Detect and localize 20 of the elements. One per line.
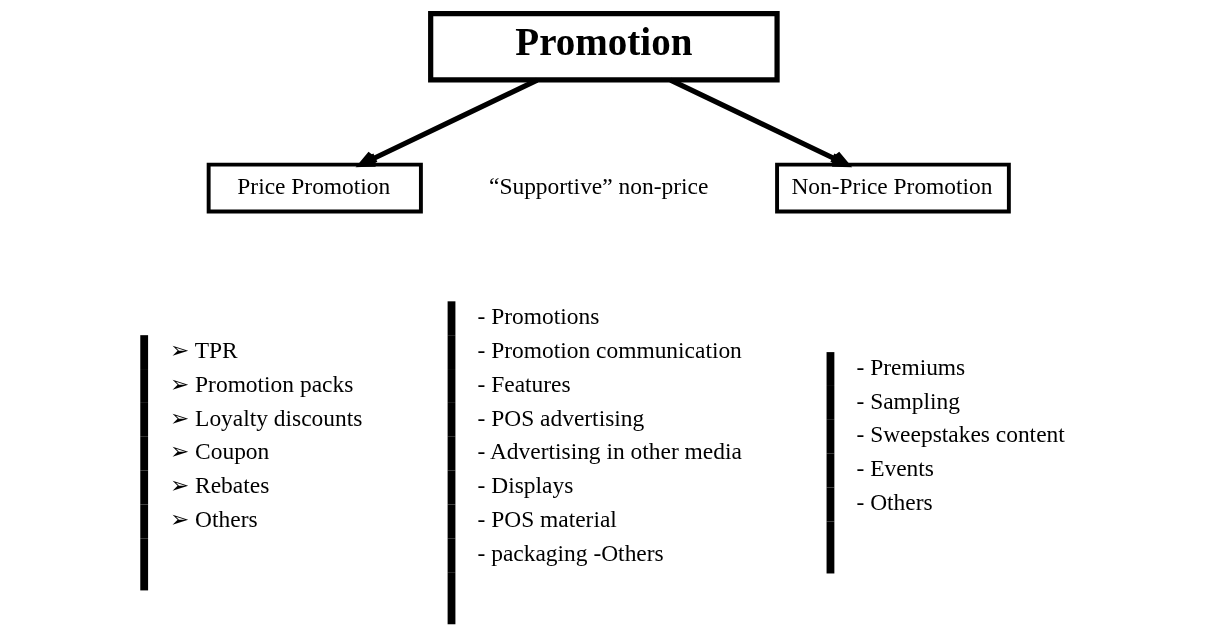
label: - Displays bbox=[477, 472, 574, 499]
label: ➢ Others bbox=[170, 506, 258, 533]
label: ➢ Rebates bbox=[170, 472, 270, 499]
label: - Others bbox=[856, 489, 933, 516]
label: - packaging -Others bbox=[477, 539, 664, 566]
label: - Events bbox=[856, 455, 934, 482]
label: - Features bbox=[477, 370, 571, 397]
label: - Sweepstakes content bbox=[856, 421, 1065, 448]
label: ➢ Loyalty discounts bbox=[170, 404, 363, 431]
label: - Sampling bbox=[856, 387, 961, 414]
label: - POS advertising bbox=[477, 404, 645, 431]
label: - Advertising in other media bbox=[477, 438, 742, 465]
label: - Promotions bbox=[477, 302, 600, 329]
label: ➢ TPR bbox=[170, 336, 238, 363]
label: ➢ Promotion packs bbox=[170, 370, 354, 397]
label: “Supportive” non-price bbox=[489, 172, 709, 199]
label: ➢ Coupon bbox=[170, 438, 270, 465]
label: - Promotion communication bbox=[477, 336, 742, 363]
label: - Premiums bbox=[856, 353, 966, 380]
label: - POS material bbox=[477, 506, 617, 533]
